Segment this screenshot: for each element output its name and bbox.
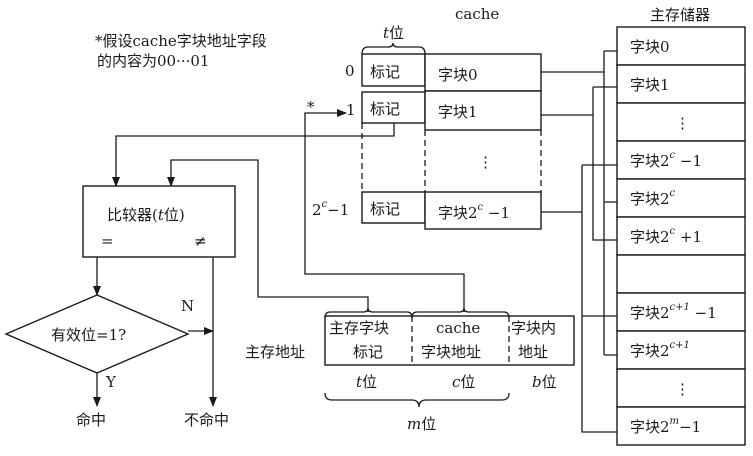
decision-label: 有效位=1? xyxy=(51,326,126,344)
no-label: N xyxy=(181,297,194,315)
cache-ellipsis: ⋮ xyxy=(478,153,493,171)
address-box xyxy=(324,315,575,366)
tag-brace xyxy=(361,42,426,55)
not-equal-output: ≠ xyxy=(194,232,207,250)
memory-ellipsis: ⋮ xyxy=(675,114,690,132)
memory-row xyxy=(616,178,746,218)
memory-row-label: 字块0 xyxy=(630,38,670,56)
memory-table: 字块0 字块1 ⋮ 字块2c −1 字块2c 字块2c +1 字块2c+1 −1 字块2c+1… xyxy=(616,26,746,446)
field-index-line1: cache xyxy=(436,319,480,337)
tag-label: 标记 xyxy=(370,63,400,81)
memory-row-label: 字块2m−1 xyxy=(630,416,701,436)
memory-row xyxy=(616,216,746,256)
address-fields: 主存字块 标记 cache 字块地址 字块内 地址 t位 c位 b位 xyxy=(329,319,557,391)
cache-block-label: 字块2c −1 xyxy=(438,202,510,222)
row-index: 1 xyxy=(346,101,356,119)
cache-block-1 xyxy=(424,90,542,131)
cache-block-0 xyxy=(424,53,542,92)
field-index-width: c位 xyxy=(452,373,475,391)
memory-row xyxy=(616,330,746,370)
memory-row-label: 字块2c −1 xyxy=(630,150,702,170)
cache-block-label: 字块1 xyxy=(438,103,478,121)
memory-row xyxy=(616,64,746,104)
memory-row xyxy=(616,140,746,180)
field-index-line2: 字块地址 xyxy=(421,343,481,361)
cache-title: cache xyxy=(455,5,499,23)
index-select-wire xyxy=(304,109,465,312)
cache-tag-last xyxy=(361,191,426,224)
field-tag-line1: 主存字块 xyxy=(329,319,389,337)
memory-title: 主存储器 xyxy=(650,6,710,24)
address-label: 主存地址 xyxy=(245,343,305,361)
total-width: m位 xyxy=(407,415,436,433)
comparator-label: 比较器(t位) xyxy=(107,206,185,224)
field-offset-width: b位 xyxy=(532,373,557,391)
cache-block-last xyxy=(424,191,542,230)
miss-label: 不命中 xyxy=(184,411,229,429)
hit-label: 命中 xyxy=(76,411,106,429)
memory-row-label: 字块2c+1 xyxy=(630,340,690,360)
equal-output: = xyxy=(101,232,114,250)
memory-row-label: 字块2c +1 xyxy=(630,226,702,246)
tag-label: 标记 xyxy=(370,100,400,118)
field-offset-line1: 字块内 xyxy=(511,319,556,337)
tag-to-comparator-wire xyxy=(112,123,395,187)
yes-label: Y xyxy=(105,373,117,391)
tag-label: 标记 xyxy=(370,200,400,218)
memory-row-label: 字块2c+1 −1 xyxy=(630,302,717,322)
valid-bit-decision xyxy=(4,294,190,374)
cache-block-label: 字块0 xyxy=(438,66,478,84)
field-tag-line2: 标记 xyxy=(353,343,383,361)
mapping-lines xyxy=(541,50,617,433)
memory-row-label: 字块2c xyxy=(630,188,676,208)
note-line-1: *假设cache字块地址字段 xyxy=(95,32,267,50)
address-tag-to-comparator-wire xyxy=(167,159,369,312)
star-marker: * xyxy=(307,98,315,116)
cache-tag-0 xyxy=(361,53,426,87)
memory-row-label: 字块1 xyxy=(630,76,670,94)
field-offset-line2: 地址 xyxy=(518,343,548,361)
row-index: 0 xyxy=(345,62,355,80)
tag-width-label: t位 xyxy=(383,24,404,42)
memory-row xyxy=(616,292,746,332)
field-tag-width: t位 xyxy=(356,373,377,391)
comparator-box xyxy=(82,185,236,258)
memory-row xyxy=(616,26,746,66)
cache-table: 标记 标记 标记 字块0 字块1 ⋮ 字块2c −1 0 1 2c−1 * xyxy=(307,53,542,230)
note-line-2: 的内容为00···01 xyxy=(97,52,209,70)
memory-row xyxy=(616,254,746,294)
memory-ellipsis: ⋮ xyxy=(675,380,690,398)
memory-row xyxy=(616,406,746,446)
row-index: 2c−1 xyxy=(312,199,349,219)
